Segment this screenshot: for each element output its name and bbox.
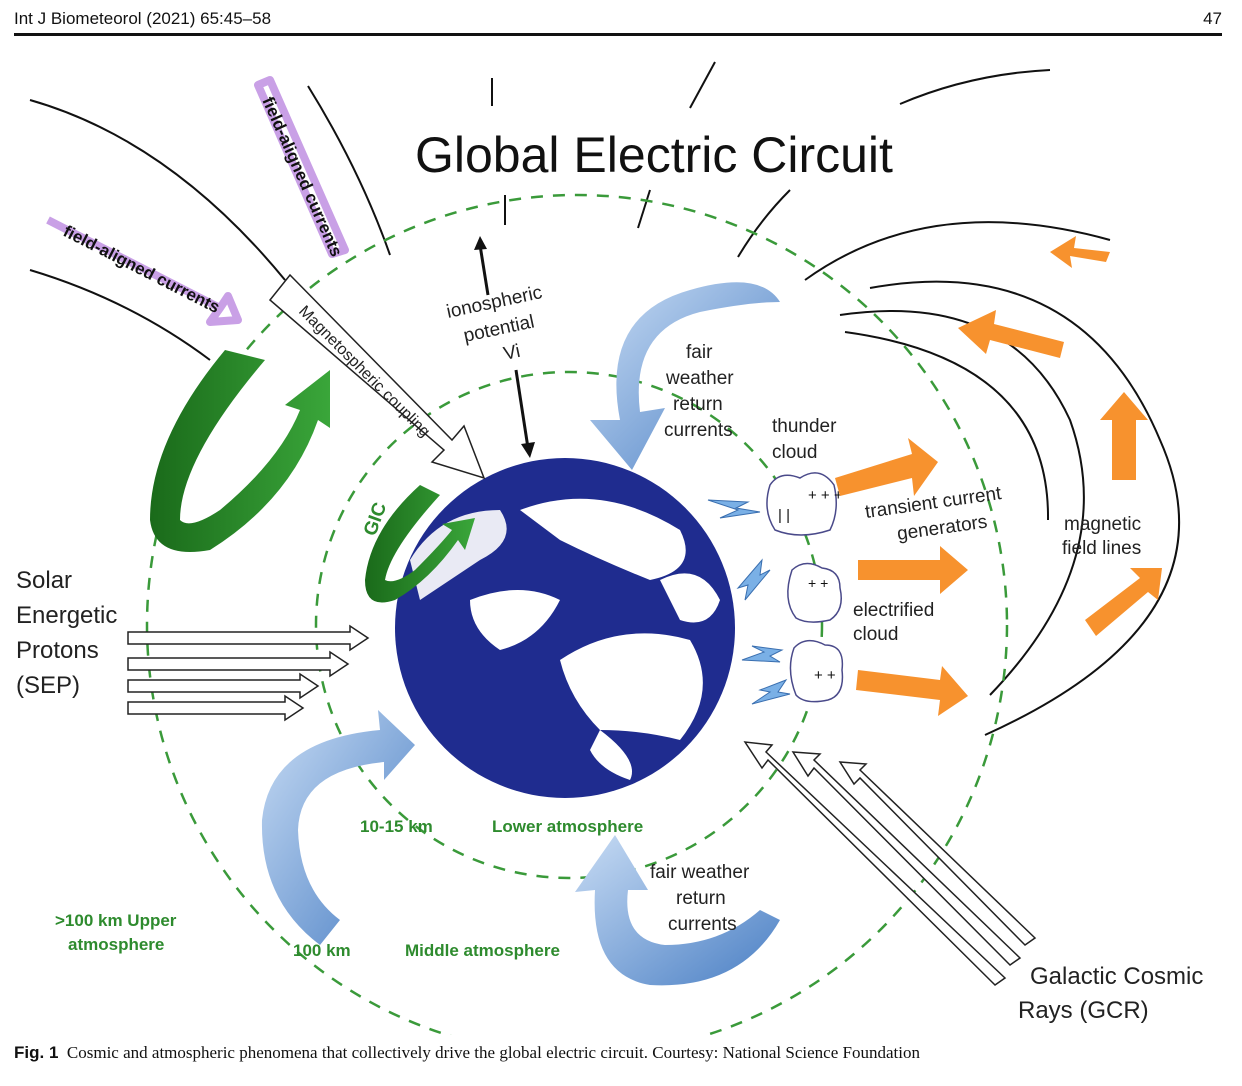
- svg-text:Energetic: Energetic: [16, 602, 117, 629]
- header-rule: [14, 33, 1222, 36]
- fair-weather-arrow-top: [590, 282, 780, 470]
- svg-text:thunder: thunder: [772, 416, 837, 437]
- caption-label: Fig. 1: [14, 1043, 59, 1062]
- fair-weather-label-top: fair weather return currents: [664, 342, 734, 441]
- page-number: 47: [1203, 9, 1222, 28]
- fair-weather-arrow-bottom: [575, 835, 780, 986]
- svg-text:magnetic: magnetic: [1064, 514, 1141, 535]
- lower-atmosphere-label: Lower atmosphere: [492, 817, 643, 836]
- caption-text: Cosmic and atmospheric phenomena that co…: [66, 1043, 920, 1062]
- svg-text:currents: currents: [668, 914, 737, 935]
- svg-text:weather: weather: [665, 368, 734, 389]
- field-aligned-label-1: field-aligned currents: [60, 222, 223, 317]
- svg-text:atmosphere: atmosphere: [68, 935, 164, 954]
- svg-text:+ +: + +: [808, 575, 828, 591]
- field-aligned-arrow-left: field-aligned currents: [46, 216, 242, 326]
- global-electric-circuit-figure: Global Electric Circuit field-aligned cu…: [16, 61, 1203, 1035]
- svg-text:field lines: field lines: [1062, 538, 1141, 559]
- auroral-currents-arrow: auroral currents: [150, 350, 330, 552]
- svg-text:fair: fair: [686, 342, 713, 363]
- ionospheric-potential: ionospheric potential Vi: [445, 236, 544, 458]
- sep-label: Solar Energetic Protons (SEP): [16, 567, 117, 699]
- svg-text:cloud: cloud: [853, 624, 898, 645]
- orange-current-arrows: [835, 236, 1162, 716]
- field-aligned-label-2: field-aligned currents: [258, 94, 346, 260]
- thunder-cloud-2: + +: [789, 639, 844, 703]
- upper-atmosphere-label: >100 km Upper atmosphere: [55, 911, 177, 954]
- page-header: Int J Biometeorol (2021) 65:45–58 47: [14, 0, 1222, 36]
- svg-text:return: return: [673, 394, 723, 415]
- earth-globe: [395, 458, 735, 798]
- svg-text:electrified: electrified: [853, 600, 934, 621]
- svg-text:(SEP): (SEP): [16, 672, 80, 699]
- field-aligned-arrow-right: field-aligned currents: [254, 76, 349, 260]
- fair-weather-label-bottom: fair weather return currents: [650, 862, 750, 935]
- transient-generators-label: transient current generators: [864, 483, 1004, 545]
- svg-text:cloud: cloud: [772, 442, 817, 463]
- gcr-arrows: [743, 741, 1037, 986]
- svg-text:Rays (GCR): Rays (GCR): [1018, 997, 1149, 1024]
- gcr-label: Galactic Cosmic Rays (GCR): [1018, 963, 1203, 1024]
- journal-citation: Int J Biometeorol (2021) 65:45–58: [14, 9, 272, 28]
- svg-text:| |: | |: [778, 507, 790, 524]
- figure-caption: Fig. 1 Cosmic and atmospheric phenomena …: [14, 1043, 920, 1063]
- figure-title: Global Electric Circuit: [415, 127, 893, 183]
- electrified-cloud: + +: [787, 562, 842, 623]
- svg-text:Solar: Solar: [16, 567, 72, 594]
- svg-text:fair weather: fair weather: [650, 862, 750, 883]
- upper-atmosphere-boundary: [145, 193, 1009, 1035]
- middle-atmosphere-boundary: [314, 370, 824, 880]
- km-10-15-label: 10-15 km: [360, 817, 433, 836]
- svg-text:Protons: Protons: [16, 637, 99, 664]
- svg-text:+ + +: + + +: [808, 487, 843, 504]
- middle-atmosphere-label: Middle atmosphere: [405, 941, 560, 960]
- thunder-cloud-label: thunder cloud: [772, 416, 837, 463]
- thunder-cloud-1: + + + | |: [766, 472, 843, 536]
- lightning-bolts: [707, 499, 791, 705]
- svg-text:currents: currents: [664, 420, 733, 441]
- svg-text:>100 km Upper: >100 km Upper: [55, 911, 177, 930]
- km-100-label: 100 km: [293, 941, 351, 960]
- svg-text:+ +: + +: [814, 667, 836, 684]
- ionospheric-label-3: Vi: [502, 341, 523, 365]
- svg-text:return: return: [676, 888, 726, 909]
- sep-arrows: [127, 624, 370, 722]
- svg-text:Galactic Cosmic: Galactic Cosmic: [1030, 963, 1203, 990]
- electrified-cloud-label: electrified cloud: [853, 600, 934, 645]
- magnetic-field-curves: [29, 61, 1181, 736]
- fair-weather-arrow-left: [261, 710, 415, 945]
- magnetic-field-lines-label: magnetic field lines: [1062, 514, 1141, 559]
